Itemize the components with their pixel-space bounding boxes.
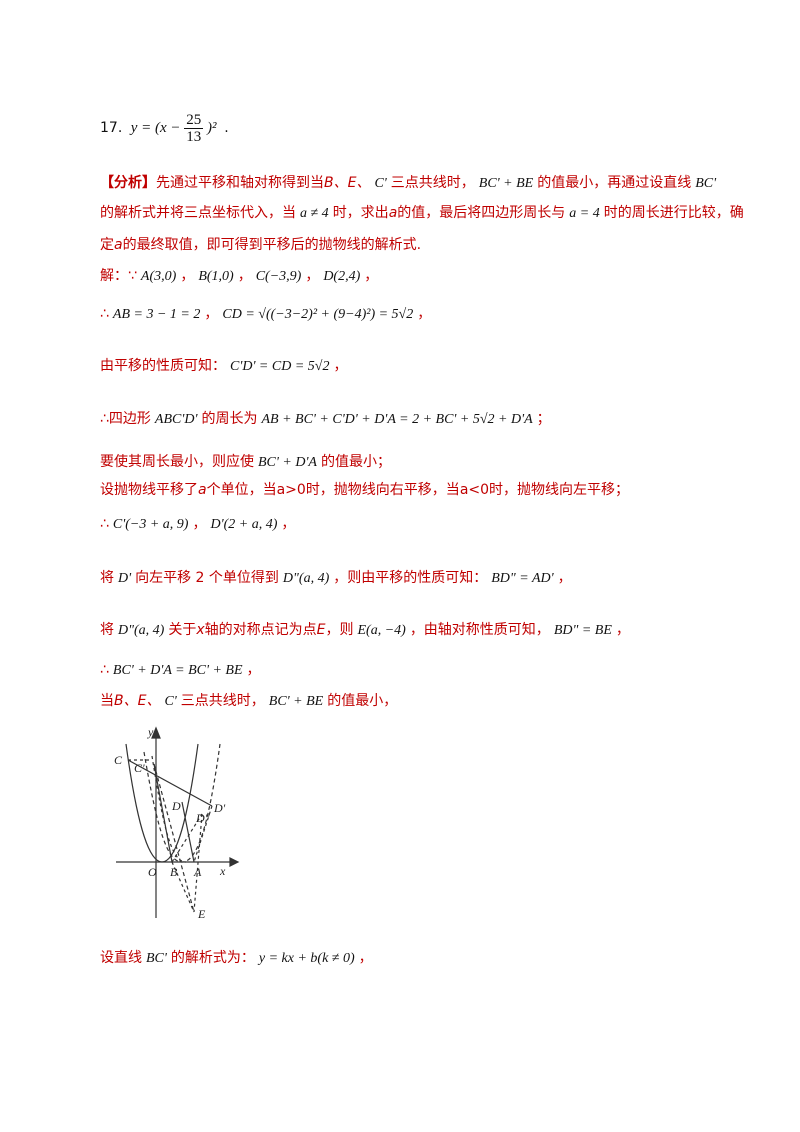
answer-formula: y = (x − 25 13 )² [130,112,217,145]
point-d-label: D [171,799,181,813]
point-d1-label: D' [213,801,226,815]
y-axis-label: y [147,725,154,739]
answer-line: 17. y = (x − 25 13 )² . [100,112,229,145]
x-axis-arrow [229,857,240,867]
shifted-parabola-2 [151,755,187,863]
solution-line-2: ∴AB = 3 − 1 = 2，CD = √((−3−2)² + (9−4)²)… [100,306,432,322]
point-d2-label: D" [195,811,211,825]
point-c-label: C [114,753,123,767]
segment-d1-a [193,805,213,863]
parabola-figure: y x O C C' D D' D" B A E [114,725,240,921]
segment-d-a [181,801,195,863]
analysis-line-3: 定a的最终取值，即可得到平移后的抛物线的解析式. [100,237,422,253]
solution-line-1: 解：∵A(3,0)，B(1,0)，C(−3,9)，D(2,4)， [100,268,379,284]
solution-line-7: ∴C'(−3 + a, 9)，D'(2 + a, 4)， [100,516,296,532]
segment-d2-e [193,813,203,913]
solution-line-3: 由平移的性质可知：C'D' = CD = 5√2， [100,358,348,374]
original-parabola [125,743,199,863]
origin-label: O [148,865,157,879]
segment-c1-b [153,763,173,863]
x-axis-label: x [219,864,226,878]
shifted-parabola [143,743,221,863]
point-b-label: B [170,865,178,879]
point-e-label: E [197,907,206,921]
segment-c-d1 [127,759,213,807]
problem-number: 17. [100,119,123,136]
segment-c1-e [153,763,195,913]
solution-line-10: ∴BC' + D'A = BC' + BE， [100,662,261,678]
analysis-tag: 【分析】 [100,175,156,191]
point-a-label: A [193,865,202,879]
point-c1-label: C' [134,761,145,775]
solution-line-6: 设抛物线平移了a个单位，当a>0时，抛物线向右平移，当a<0时，抛物线向左平移； [100,482,630,498]
answer-fraction: 25 13 [184,112,204,145]
y-axis-arrow [151,726,161,739]
